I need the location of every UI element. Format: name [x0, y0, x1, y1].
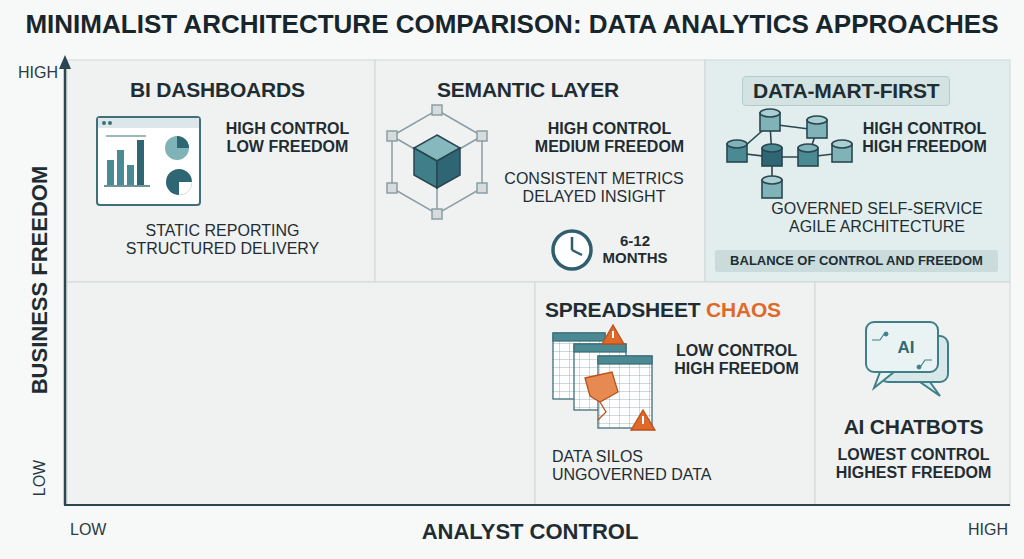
dashboard-icon: [107, 160, 114, 185]
cell-text: HIGH CONTROL MEDIUM FREEDOM: [527, 120, 692, 156]
quadrant-cell: BI DASHBOARDS HIGH CONTROL LOW FREEDOM STA…: [70, 62, 375, 282]
axis-line: [64, 66, 67, 505]
cell-text: 6-12 MONTHS: [599, 233, 671, 267]
dashboard-icon: [102, 121, 106, 125]
spreadsheet-icon: [642, 416, 644, 424]
chat-icon: [921, 360, 932, 366]
cell-heading: SPREADSHEET: [545, 298, 700, 322]
cube-icon: [432, 209, 442, 219]
quadrant-cell: DATA-MART-FIRST HIGH CONTROL HIGH FREEDOM…: [707, 62, 1010, 282]
dashboard-icon: [108, 121, 112, 125]
cell-text: HIGH CONTROL HIGH FREEDOM: [857, 120, 992, 156]
network-icon: [727, 109, 852, 198]
axis-tick-label: HIGH: [968, 521, 1008, 539]
network-icon: [807, 116, 827, 124]
chat-icon: [920, 382, 940, 396]
quadrant-grid: [65, 60, 1010, 505]
spreadsheet-icon: [598, 402, 606, 420]
axis-line: [59, 55, 1010, 505]
spreadsheet-icon: [602, 325, 624, 344]
dashboard-icon: [106, 135, 146, 137]
cell-text: GOVERNED SELF-SERVICE AGILE ARCHITECTURE: [757, 200, 997, 236]
dashboard-icon: [104, 185, 150, 187]
clock-icon: [572, 250, 582, 255]
dashboard-icon: [166, 169, 192, 195]
dashboard-icon: [97, 117, 200, 205]
cube-icon: [387, 183, 397, 193]
cell-text: CONSISTENT METRICS DELAYED INSIGHT: [489, 170, 699, 206]
axis-line: [64, 504, 1010, 506]
cell-heading: SEMANTIC LAYER: [437, 78, 619, 102]
cell-text: DATA SILOS UNGOVERNED DATA: [552, 448, 727, 484]
cell-text: LOW CONTROL HIGH FREEDOM: [669, 342, 804, 378]
cube-icon: [387, 105, 487, 219]
summary-band: BALANCE OF CONTROL AND FREEDOM: [715, 250, 998, 272]
network-icon: [762, 144, 782, 152]
chat-icon: [884, 332, 888, 336]
chat-icon: [866, 322, 948, 396]
quadrant-grid: [65, 60, 1010, 505]
cube-icon: [387, 131, 397, 141]
quadrant-grid: [375, 60, 705, 282]
cube-icon: [437, 148, 460, 188]
clock-icon: [553, 231, 591, 269]
clock-icon: [553, 231, 591, 269]
dashboard-icon: [179, 182, 192, 195]
cell-heading: AI CHATBOTS: [817, 415, 1010, 439]
dashboard-icon: [127, 165, 134, 185]
dashboard-icon: [117, 150, 124, 185]
axis-tick-label: HIGH: [18, 64, 58, 82]
network-icon: [762, 176, 782, 184]
cube-icon: [392, 110, 482, 214]
quadrant-grid: [535, 282, 815, 505]
dashboard-icon: [98, 118, 199, 128]
cell-heading: CHAOS: [706, 298, 781, 322]
spreadsheet-icon: [574, 344, 626, 352]
network-icon: [832, 140, 852, 148]
cell-heading: BALANCE OF CONTROL AND FREEDOM: [715, 254, 998, 269]
chat-icon: [866, 322, 938, 372]
diagram-title: MINIMALIST ARCHITECTURE COMPARISON: DATA…: [25, 9, 998, 40]
network-icon: [798, 144, 818, 152]
axis-title: ANALYST CONTROL: [422, 519, 639, 545]
spreadsheet-icon: [612, 331, 614, 338]
chat-icon: [874, 372, 894, 388]
cube-icon: [477, 183, 487, 193]
chat-icon: [872, 334, 884, 340]
cell-heading: BI DASHBOARDS: [130, 78, 305, 102]
cell-text: LOWEST CONTROL HIGHEST FREEDOM: [821, 446, 1006, 482]
axis-line: [59, 55, 71, 69]
quadrant-cell: SPREADSHEETCHAOS LOW CONTROL HIGH FREEDOM…: [537, 284, 815, 502]
cube-icon: [432, 105, 442, 115]
cell-text: HIGH CONTROL LOW FREEDOM: [220, 120, 355, 156]
quadrant-cell: SEMANTIC LAYER HIGH CONTROL MEDIUM FREEDO…: [377, 62, 705, 282]
dashboard-icon: [97, 117, 200, 205]
spreadsheet-icon: [553, 325, 655, 430]
quadrant-cell: AI CHATBOTS LOWEST CONTROL HIGHEST FREEDO…: [817, 284, 1010, 502]
axis-tick-label: LOW: [31, 460, 49, 496]
quadrant-grid: [815, 282, 1010, 505]
icon-label: AI: [898, 338, 915, 358]
clock-icon: [571, 237, 574, 250]
network-icon: [727, 140, 747, 148]
dashboard-icon: [165, 136, 189, 160]
dashboard-icon: [177, 136, 189, 148]
quadrant-grid: [705, 60, 1010, 282]
spreadsheet-icon: [585, 372, 618, 402]
cell-heading: DATA-MART-FIRST: [742, 76, 950, 106]
quadrant-grid: [67, 282, 535, 505]
spreadsheet-icon: [598, 356, 652, 364]
quadrant-grid: [67, 60, 375, 282]
axis-title: BUSINESS FREEDOM: [27, 166, 53, 395]
axis-tick-label: LOW: [70, 521, 106, 539]
cell-text: STATIC REPORTING STRUCTURED DELIVERY: [115, 222, 330, 258]
spreadsheet-icon: [631, 410, 655, 430]
dashboard-icon: [137, 140, 144, 185]
cube-icon: [414, 148, 437, 188]
spreadsheet-icon: [553, 333, 605, 341]
cube-icon: [477, 131, 487, 141]
chat-icon: [917, 365, 921, 369]
network-icon: [760, 109, 780, 117]
